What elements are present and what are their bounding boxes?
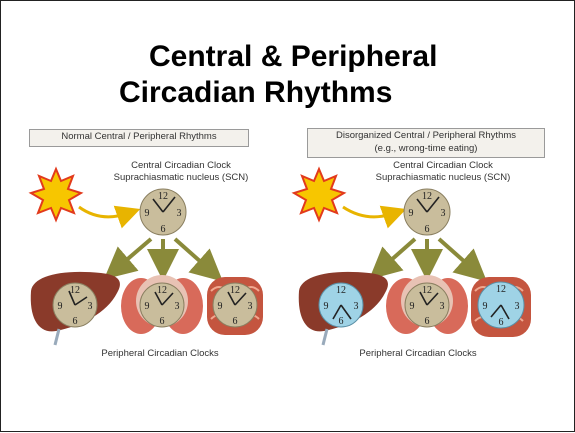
right-central-clock-numeral-3: 3 — [441, 208, 446, 219]
right-arrow-to-intestine — [439, 239, 475, 271]
right-pancreas-clock-numeral-12: 12 — [422, 285, 432, 296]
right-liver-clock-numeral-12: 12 — [336, 285, 346, 296]
right-pancreas-clock-numeral-9: 9 — [410, 301, 415, 312]
left-pancreas-clock-numeral-6: 6 — [160, 316, 165, 327]
right-central-clock-numeral-9: 9 — [409, 208, 414, 219]
left-light-arrow — [79, 207, 129, 217]
right-pancreas-clock-numeral-3: 3 — [440, 301, 445, 312]
right-liver-clock-numeral-6: 6 — [339, 316, 344, 327]
left-sun-icon — [31, 169, 81, 220]
right-intestine-clock-numeral-9: 9 — [483, 301, 488, 312]
right-arrow-to-liver — [381, 239, 415, 269]
right-light-arrow — [343, 207, 395, 217]
right-sun-icon — [294, 169, 344, 220]
left-central-clock-numeral-12: 12 — [158, 191, 168, 202]
right-pancreas-clock-numeral-6: 6 — [425, 316, 430, 327]
left-central-clock-numeral-6: 6 — [161, 224, 166, 235]
left-liver-clock-numeral-9: 9 — [58, 301, 63, 312]
left-liver-clock-numeral-3: 3 — [88, 301, 93, 312]
left-liver-clock-numeral-12: 12 — [70, 285, 80, 296]
left-pancreas-clock-numeral-9: 9 — [145, 301, 150, 312]
right-intestine-clock-numeral-6: 6 — [499, 317, 504, 328]
right-liver-clock-numeral-9: 9 — [324, 301, 329, 312]
right-liver-clock-numeral-3: 3 — [354, 301, 359, 312]
right-intestine-clock-numeral-12: 12 — [496, 284, 506, 295]
left-central-clock-numeral-9: 9 — [145, 208, 150, 219]
left-central-clock-numeral-3: 3 — [177, 208, 182, 219]
left-intestine-clock-numeral-12: 12 — [230, 285, 240, 296]
left-pancreas-clock-numeral-12: 12 — [157, 285, 167, 296]
left-arrow-to-intestine — [175, 239, 211, 271]
left-pancreas-clock-numeral-3: 3 — [175, 301, 180, 312]
left-arrow-to-liver — [116, 239, 151, 269]
left-intestine-clock-numeral-6: 6 — [233, 316, 238, 327]
right-intestine-clock-numeral-3: 3 — [515, 301, 520, 312]
left-intestine-clock-numeral-9: 9 — [218, 301, 223, 312]
right-central-clock-numeral-12: 12 — [422, 191, 432, 202]
right-central-clock-numeral-6: 6 — [425, 224, 430, 235]
left-liver-clock-numeral-6: 6 — [73, 316, 78, 327]
left-intestine-clock-numeral-3: 3 — [248, 301, 253, 312]
